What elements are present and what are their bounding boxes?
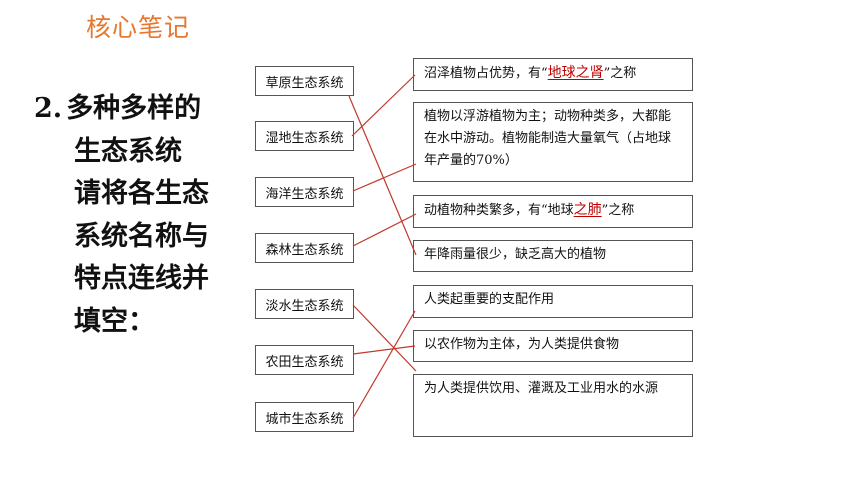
trait-box-farmland[interactable]: 以农作物为主体，为人类提供食物: [413, 330, 693, 362]
system-box-ocean[interactable]: 海洋生态系统: [255, 177, 354, 207]
trait-text: ”之称: [603, 66, 637, 81]
trait-text: ”之称: [601, 203, 635, 218]
system-box-forest[interactable]: 森林生态系统: [255, 233, 354, 263]
connector-farmland: [352, 345, 416, 355]
connector-forest: [352, 213, 417, 247]
question-line-5: 特点连线并: [74, 263, 209, 294]
trait-text: 动植物种类繁多，有“地球: [424, 203, 574, 218]
connector-wetland: [351, 74, 416, 137]
system-box-wetland[interactable]: 湿地生态系统: [255, 121, 354, 151]
trait-box-freshwater[interactable]: 为人类提供饮用、灌溉及工业用水的水源: [413, 374, 693, 437]
trait-box-forest[interactable]: 动植物种类繁多，有“地球之肺”之称: [413, 195, 693, 228]
trait-box-city[interactable]: 人类起重要的支配作用: [413, 285, 693, 318]
question-line-6: 填空：: [74, 305, 155, 337]
question-number: 2.: [34, 93, 63, 124]
system-box-city[interactable]: 城市生态系统: [255, 402, 354, 432]
question-text: 2.多种多样的 生态系统 请将各生态 系统名称与 特点连线并 填空：: [34, 88, 209, 343]
system-box-farmland[interactable]: 农田生态系统: [255, 345, 354, 375]
trait-box-grassland[interactable]: 年降雨量很少，缺乏高大的植物: [413, 240, 693, 272]
fill-answer: 之肺: [573, 202, 602, 218]
question-line-1: 多种多样的: [66, 93, 202, 124]
trait-box-wetland[interactable]: 沼泽植物占优势，有“地球之肾”之称: [413, 58, 693, 91]
question-line-3: 请将各生态: [74, 178, 209, 209]
page-title: 核心笔记: [86, 13, 191, 42]
connector-grassland: [348, 95, 417, 256]
connector-ocean: [352, 163, 417, 192]
trait-box-ocean[interactable]: 植物以浮游植物为主；动物种类多，大都能在水中游动。植物能制造大量氧气（占地球年产…: [413, 102, 693, 182]
question-line-2: 生态系统: [74, 135, 182, 167]
system-box-grassland[interactable]: 草原生态系统: [255, 66, 354, 96]
fill-answer: 地球之肾: [547, 65, 604, 81]
trait-text: 沼泽植物占优势，有“: [424, 66, 548, 81]
question-line-4: 系统名称与: [74, 220, 209, 252]
system-box-freshwater[interactable]: 淡水生态系统: [255, 289, 354, 319]
connector-freshwater: [352, 304, 417, 372]
connector-city: [352, 310, 416, 419]
